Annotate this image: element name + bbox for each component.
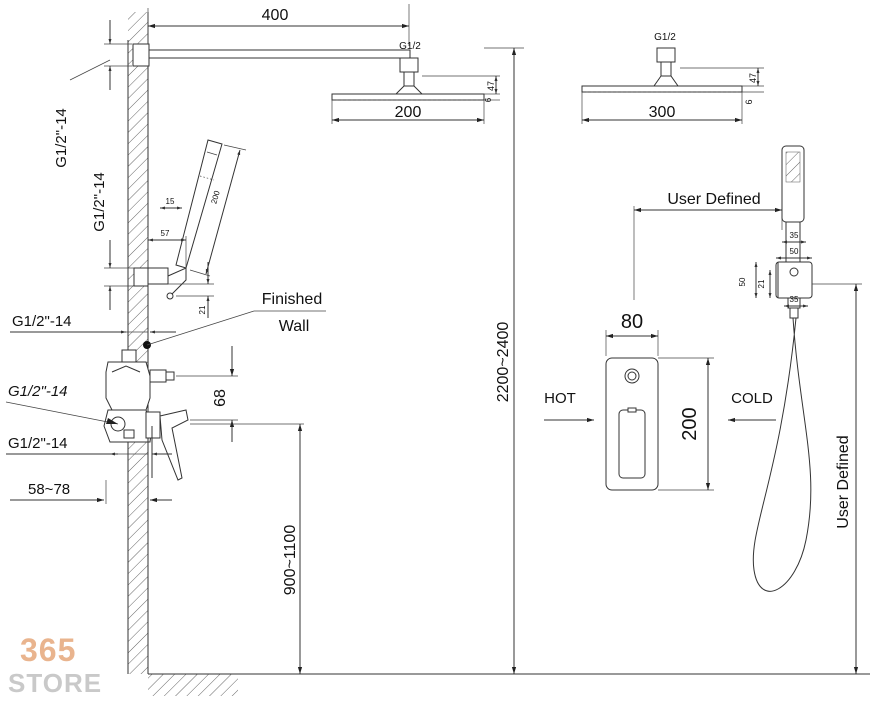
dim-valve-height: 900~1100: [190, 423, 304, 674]
handheld-shower-right: 35 50 50 21 35: [738, 145, 813, 592]
valve-thread-2: G1/2"-14: [8, 383, 68, 400]
dim-user-defined-vertical: User Defined: [812, 283, 862, 674]
dim-head-width-left: 200: [395, 104, 422, 121]
svg-text:G1/2"-14: G1/2"-14: [91, 172, 108, 232]
svg-text:50: 50: [738, 277, 747, 286]
right-head-thread: G1/2: [654, 32, 676, 43]
svg-text:50: 50: [790, 247, 799, 256]
dim-user-defined-horizontal: User Defined: [633, 191, 783, 300]
valve-cover-plate: 80 200: [605, 311, 714, 491]
svg-text:68: 68: [212, 389, 229, 407]
wall-thread-handheld: G1/2"-14: [91, 172, 134, 310]
svg-text:COLD: COLD: [731, 390, 773, 407]
rain-shower-head-300: G1/2 300 47 6: [581, 32, 764, 124]
watermark-number: 365: [20, 632, 77, 668]
svg-text:35: 35: [790, 295, 799, 304]
dim-arm-length: 400: [147, 4, 410, 46]
svg-text:300: 300: [649, 104, 676, 121]
svg-text:57: 57: [161, 229, 170, 238]
svg-text:21: 21: [757, 279, 766, 288]
valve-thread-3: G1/2"-14: [8, 435, 68, 452]
finished-wall-callout: Finished Wall: [143, 291, 326, 349]
watermark-brand: STORE: [8, 668, 103, 698]
wall-thread-top: G1/2"-14: [53, 20, 132, 168]
mixing-valve: G1/2"-14 68 G1/2"-14 G1/2"-14 58~78: [5, 313, 238, 504]
svg-text:47: 47: [748, 73, 758, 83]
svg-text:15: 15: [166, 197, 175, 206]
svg-text:400: 400: [262, 7, 289, 24]
valve-thread-1: G1/2"-14: [12, 313, 72, 330]
svg-text:35: 35: [790, 231, 799, 240]
handheld-shower-left: 200 15 57 21: [133, 139, 247, 318]
hot-inlet: HOT: [544, 390, 594, 423]
rain-shower-head-200: 200: [331, 93, 485, 124]
dim-head-height: 2200~2400: [484, 47, 524, 674]
svg-text:200: 200: [209, 189, 221, 205]
svg-text:6: 6: [744, 99, 754, 104]
svg-text:47: 47: [486, 81, 496, 91]
svg-text:2200~2400: 2200~2400: [495, 322, 512, 403]
svg-text:HOT: HOT: [544, 390, 576, 407]
svg-text:User Defined: User Defined: [667, 191, 760, 208]
svg-text:6: 6: [484, 97, 493, 102]
svg-text:200: 200: [679, 407, 701, 440]
svg-text:User Defined: User Defined: [835, 435, 852, 528]
svg-text:G1/2"-14: G1/2"-14: [53, 108, 70, 168]
svg-text:Finished: Finished: [262, 291, 322, 308]
cold-inlet: COLD: [728, 390, 776, 423]
svg-text:900~1100: 900~1100: [282, 525, 299, 596]
svg-text:80: 80: [621, 311, 643, 333]
dim-wall-depth: 58~78: [28, 481, 70, 498]
shower-arm: [132, 43, 424, 95]
svg-text:21: 21: [198, 305, 207, 314]
dim-head-depth-left: 47 6: [422, 75, 500, 102]
arm-thread-label: G1/2: [399, 41, 421, 52]
store-watermark-logo: 365 STORE: [6, 632, 116, 698]
svg-text:Wall: Wall: [279, 318, 310, 335]
